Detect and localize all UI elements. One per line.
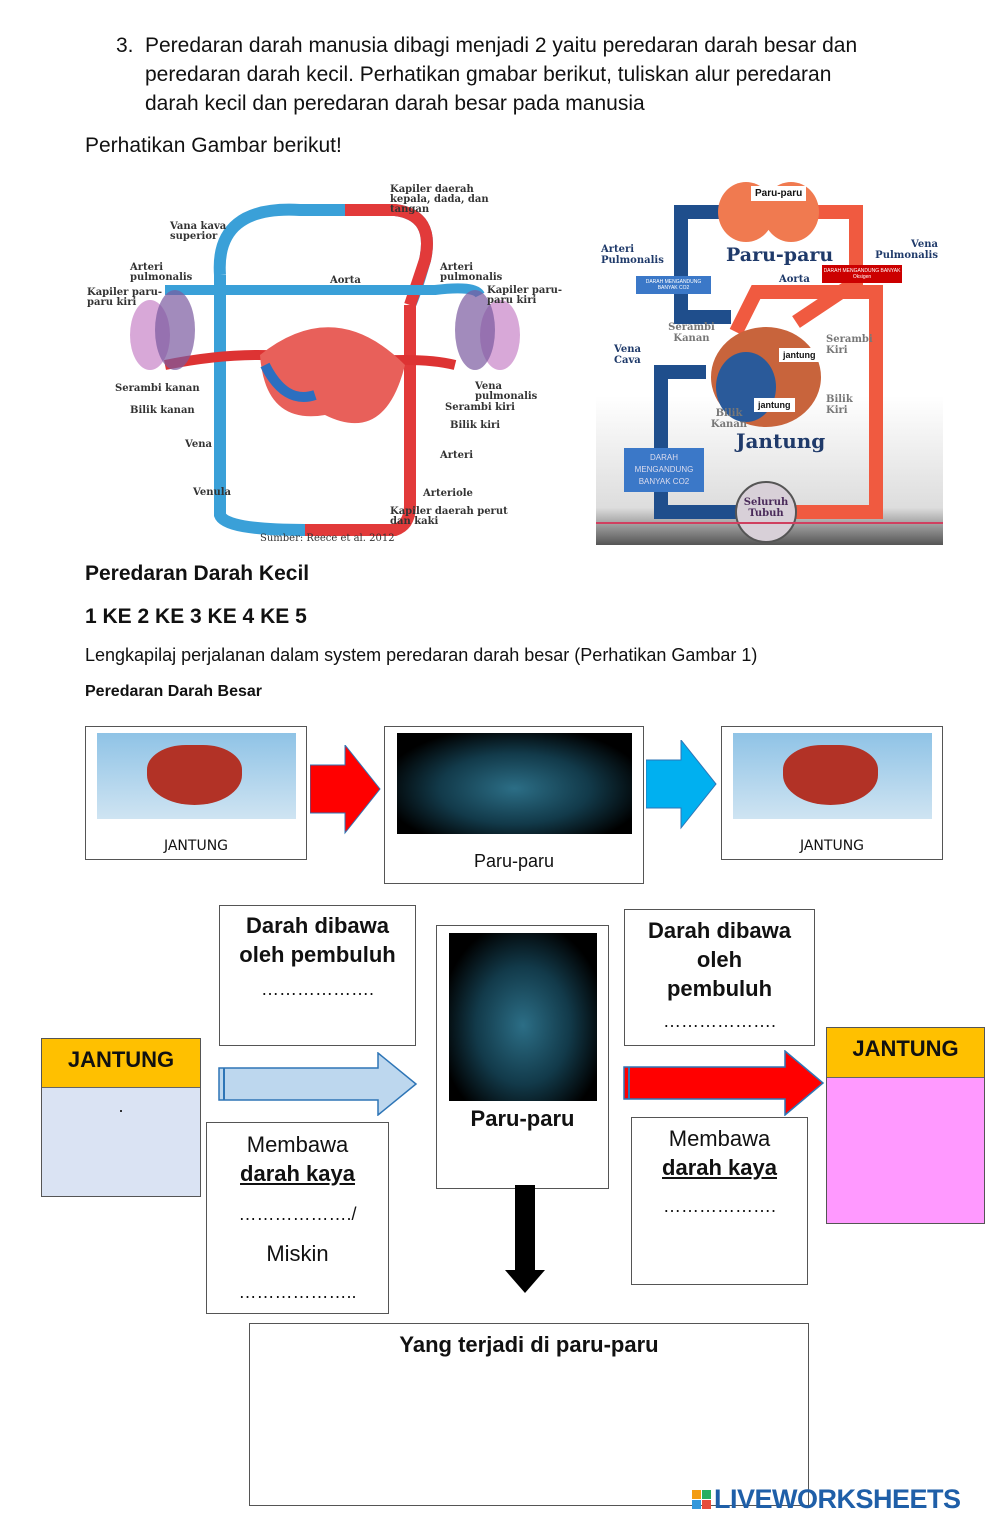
figure-source: Sumber: Reece et al. 2012 — [260, 533, 395, 544]
lungs-label: Paru-paru — [470, 1106, 575, 1131]
liveworksheets-logo: LIVEWORKSHEETS — [692, 1484, 961, 1515]
text: oleh — [696, 947, 743, 972]
blood-content-box-left: Membawa darah kaya ………………./ Miskin ……………… — [206, 1122, 389, 1314]
label-venula: Venula — [193, 487, 232, 498]
answer-kecil[interactable]: 1 KE 2 KE 3 KE 4 KE 5 — [85, 605, 307, 628]
label-co2-top: DARAH MENGANDUNG BANYAK CO2 — [636, 276, 711, 294]
flow-label: Paru-paru — [473, 851, 555, 871]
tag-paru: Paru-paru — [751, 186, 807, 201]
down-arrow-icon — [505, 1185, 545, 1293]
jantung-box-left[interactable]: JANTUNG . — [41, 1038, 201, 1197]
text: Membawa — [668, 1126, 771, 1151]
label-kapiler-paru-left: Kapiler paru-paru kiri — [87, 287, 163, 308]
flow-label: JANTUNG — [799, 838, 865, 854]
label-vena-pulmonalis: Vena pulmonalis — [475, 381, 538, 402]
label-bilik-kanan: Bilik kanan — [130, 405, 195, 416]
text: oleh pembuluh — [239, 942, 396, 967]
label-lungs: Paru-paru — [726, 244, 834, 266]
jantung-header: JANTUNG — [42, 1039, 200, 1088]
blank-vessel-right[interactable]: ………………. — [662, 1011, 776, 1031]
instruction-2: Lengkapilaj perjalanan dalam system pere… — [85, 645, 758, 665]
section-title-besar: Peredaran Darah Besar — [85, 683, 262, 700]
red-arrow-icon — [310, 745, 381, 835]
label-arteriole: Arteriole — [423, 488, 473, 499]
heart-image — [97, 733, 296, 819]
text: darah kaya — [240, 1161, 355, 1186]
circulation-diagram-2: Paru-paru Paru-paru Arteri Pulmonalis Ve… — [596, 172, 943, 545]
label-kapiler-kepala: Kapiler daerah kepala, dada, dan tangan — [390, 184, 489, 215]
text: Darah dibawa — [647, 918, 792, 943]
section-title-kecil: Peredaran Darah Kecil — [85, 562, 310, 585]
text: Miskin — [266, 1241, 329, 1266]
blank-miskin[interactable]: ……………….. — [238, 1282, 357, 1302]
lung-event-box[interactable]: Yang terjadi di paru-paru — [249, 1323, 809, 1506]
label-vena: Vena — [185, 439, 212, 450]
light-blue-arrow-icon — [218, 1052, 418, 1116]
question-text: Peredaran darah manusia dibagi menjadi 2… — [145, 31, 857, 118]
instruction: Perhatikan Gambar berikut! — [85, 134, 342, 157]
blood-content-box-right: Membawa darah kaya ………………. — [631, 1117, 808, 1285]
circulation-diagram-1: Kapiler daerah kepala, dada, dan tangan … — [85, 185, 565, 547]
jantung-header: JANTUNG — [827, 1028, 984, 1078]
label-oksigen: DARAH MENGANDUNG BANYAK Oksigen — [822, 265, 902, 283]
label-bilik-kiri: Bilik Kiri — [826, 394, 853, 416]
question-number: 3. — [116, 34, 134, 57]
text: darah kaya — [662, 1155, 777, 1180]
logo-icon — [692, 1490, 711, 1509]
jantung-box-right[interactable]: JANTUNG — [826, 1027, 985, 1224]
label-bilik-kiri: Bilik kiri — [450, 420, 501, 431]
label-aorta: Aorta — [330, 275, 361, 286]
label-aorta: Aorta — [779, 274, 810, 285]
label-co2-bottom: DARAH MENGANDUNG BANYAK CO2 — [624, 448, 704, 492]
question-line: peredaran darah kecil. Perhatikan gmabar… — [145, 63, 832, 86]
label-vena-kava: Vana kava superior — [170, 221, 227, 242]
heart-image — [733, 733, 932, 819]
tag-jantung-1: jantung — [779, 348, 820, 362]
red-arrow-icon — [623, 1050, 825, 1116]
text: pembuluh — [666, 976, 773, 1001]
label-jantung: Jantung — [736, 429, 826, 453]
label-kapiler-paru-right: Kapiler paru-paru kiri — [487, 285, 563, 306]
label-serambi-kiri: Serambi kiri — [445, 402, 515, 413]
label-arteri-pulmonalis: Arteri Pulmonalis — [601, 244, 664, 266]
label-bilik-kanan: Bilik Kanan — [710, 408, 748, 430]
vessel-box-right: Darah dibawa oleh pembuluh ………………. — [624, 909, 815, 1046]
flow-label: JANTUNG — [163, 838, 229, 854]
lungs-center-box: Paru-paru — [436, 925, 609, 1189]
blank-vessel-left[interactable]: ………………. — [260, 979, 374, 999]
label-kapiler-perut: Kapiler daerah perut dan kaki — [390, 506, 508, 527]
lung-event-title: Yang terjadi di paru-paru — [399, 1332, 659, 1357]
jantung-left-value[interactable]: . — [118, 1096, 124, 1116]
watermark-text: LIVEWORKSHEETS — [714, 1484, 961, 1514]
text: Membawa — [246, 1132, 349, 1157]
blank-kaya-right[interactable]: ………………. — [662, 1196, 776, 1216]
label-serambi-kanan: Serambi Kanan — [668, 322, 715, 344]
label-arteri-pulmonalis-right: Arteri pulmonalis — [440, 262, 503, 283]
vessel-box-left: Darah dibawa oleh pembuluh ………………. — [219, 905, 416, 1046]
flow-box-lungs: Paru-paru — [384, 726, 644, 884]
text: Darah dibawa — [245, 913, 390, 938]
lungs-image — [397, 733, 632, 834]
flow-box-heart-1: JANTUNG — [85, 726, 307, 860]
label-vena-pulmonalis: Vena Pulmonalis — [875, 239, 938, 261]
label-serambi-kiri: Serambi Kiri — [826, 334, 873, 356]
tag-jantung-2: jantung — [754, 398, 795, 412]
circulation-illustration — [130, 203, 520, 536]
lungs-image — [449, 933, 597, 1101]
label-serambi-kanan: Serambi kanan — [115, 383, 200, 394]
question-line: Peredaran darah manusia dibagi menjadi 2… — [145, 34, 858, 57]
question-line: darah kecil dan peredaran darah besar pa… — [145, 92, 645, 115]
blue-arrow-icon — [646, 740, 717, 830]
label-arteri: Arteri — [440, 450, 474, 461]
label-arteri-pulmonalis-left: Arteri pulmonalis — [130, 262, 193, 283]
blank-kaya-left[interactable]: ………………./ — [238, 1204, 357, 1224]
label-vena-cava: Vena Cava — [614, 344, 641, 366]
label-seluruh-tubuh: Seluruh Tubuh — [743, 497, 789, 519]
flow-box-heart-2: JANTUNG — [721, 726, 943, 860]
